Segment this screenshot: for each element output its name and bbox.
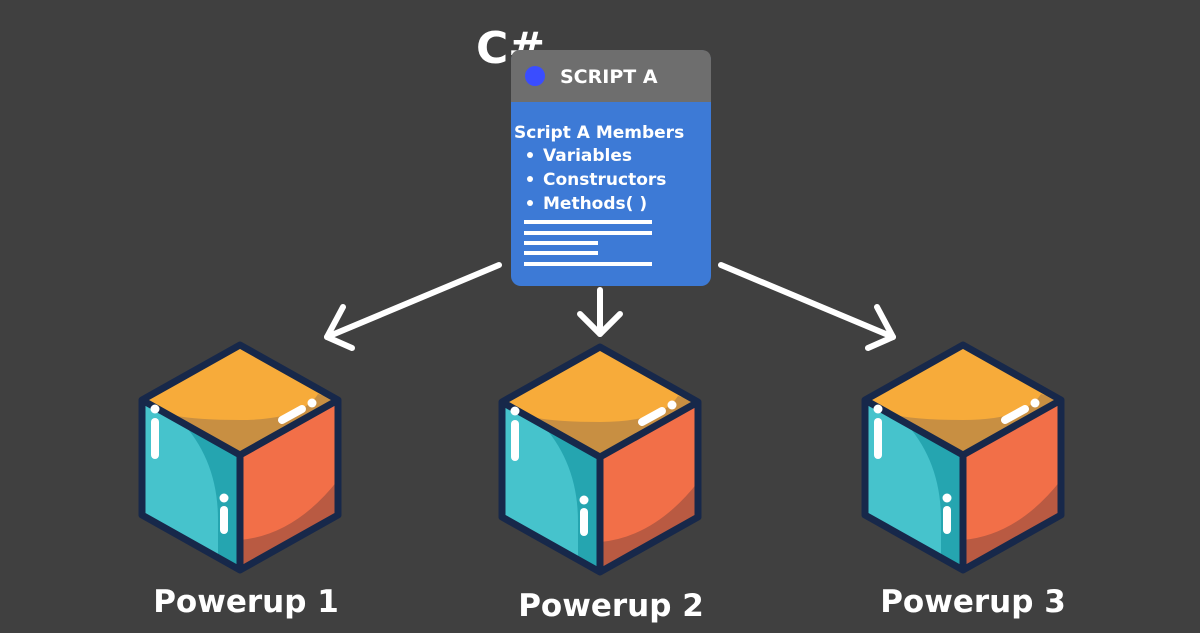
cube-highlight-dot [873, 404, 883, 414]
member-constructors: Constructors [543, 170, 666, 190]
powerup-cube-3 [861, 341, 1065, 574]
script-card: SCRIPT A Script A Members Variables Cons… [511, 50, 711, 286]
cube-highlight-dot [150, 404, 160, 414]
script-dot-icon [525, 66, 545, 86]
cube-right-shadow [600, 482, 698, 572]
cube-top-shadow [865, 394, 1061, 455]
bullet-icon [527, 176, 533, 182]
cube-right-shadow [240, 480, 338, 570]
member-methods: Methods( ) [543, 194, 647, 214]
arrow-to-powerup-2 [577, 287, 623, 337]
code-lines-icon [524, 220, 652, 266]
script-card-body [511, 50, 711, 286]
cube-highlight [638, 407, 666, 426]
script-members-heading: Script A Members [514, 123, 684, 143]
powerup-cube-1 [138, 341, 342, 574]
cube-outline [498, 343, 702, 576]
script-card-title: SCRIPT A [560, 66, 658, 88]
cube-right-shadow [963, 480, 1061, 570]
powerup-2-label: Powerup 2 [518, 588, 704, 624]
cube-outline [861, 341, 1065, 574]
cube-highlight-dot [307, 398, 317, 408]
cube-top-shadow [142, 394, 338, 455]
powerup-cube-2 [498, 343, 702, 576]
cube-highlight [278, 405, 306, 424]
bullet-icon [527, 152, 533, 158]
cube-highlight-dot [667, 400, 677, 410]
powerup-1-label: Powerup 1 [153, 584, 339, 620]
script-card-header [511, 50, 711, 102]
powerup-3-label: Powerup 3 [880, 584, 1066, 620]
arrow-to-powerup-1 [324, 262, 502, 351]
cube-highlight-dot [219, 493, 229, 503]
bullet-icon [527, 200, 533, 206]
cube-outline [138, 341, 342, 574]
member-variables: Variables [543, 146, 632, 166]
cube-top-shadow [502, 396, 698, 457]
arrow-to-powerup-3 [718, 262, 896, 351]
cube-highlight-dot [510, 406, 520, 416]
cube-highlight-dot [579, 495, 589, 505]
cube-highlight [1001, 405, 1029, 424]
cube-highlight-dot [942, 493, 952, 503]
cube-highlight-dot [1030, 398, 1040, 408]
